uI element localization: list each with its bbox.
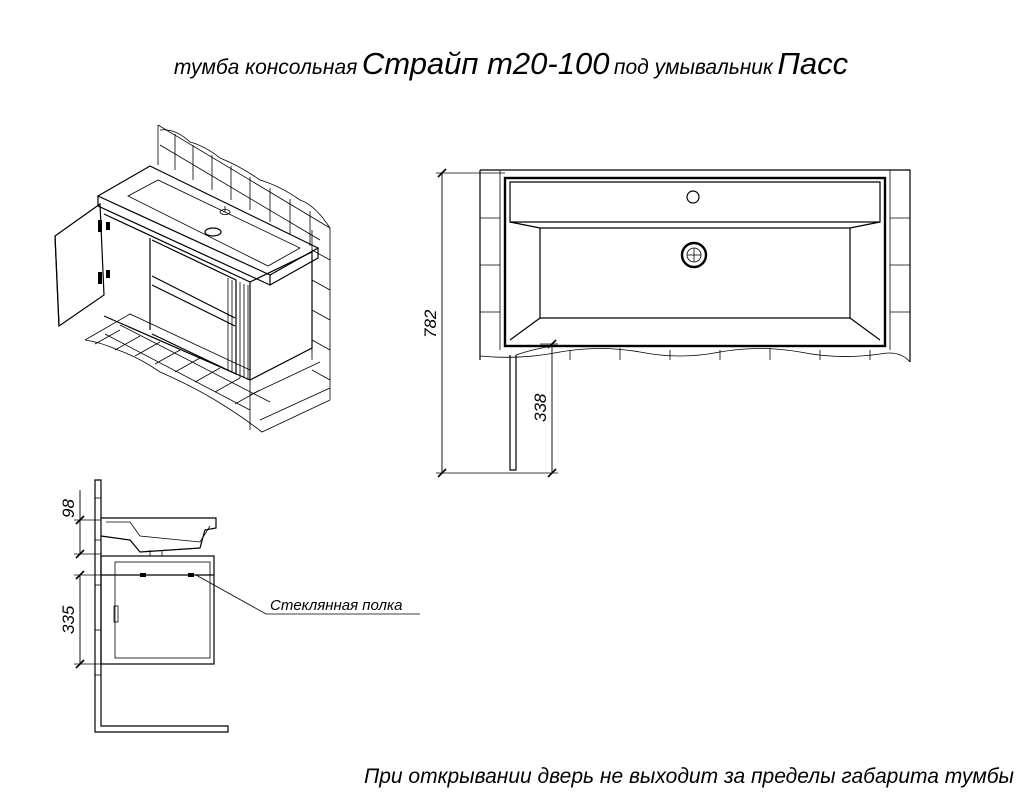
dim-335-label: 335 <box>59 605 78 634</box>
front-view <box>436 168 911 478</box>
glass-shelf-label: Стеклянная полка <box>270 597 402 614</box>
title-part-3: под умывальник <box>613 56 773 79</box>
floor-tiles <box>84 313 331 433</box>
drawing-title: тумба консольная Страйп т20-100 под умыв… <box>0 46 1022 82</box>
dimension-335 <box>74 570 101 669</box>
shelf-leader-line <box>195 574 420 615</box>
dim-98-label: 98 <box>59 499 78 518</box>
dimension-98 <box>74 490 101 559</box>
footer-note: При открывании дверь не выходит за преде… <box>364 765 1014 788</box>
front-washbasin <box>503 176 887 348</box>
side-cabinet <box>100 555 215 665</box>
title-part-1: тумба консольная <box>173 56 358 79</box>
side-view <box>74 479 420 733</box>
isometric-cabinet <box>54 202 313 381</box>
front-wall-tiles <box>479 169 911 363</box>
isometric-washbasin <box>96 165 320 286</box>
dimension-782 <box>436 168 516 478</box>
drain-icon <box>680 241 708 269</box>
side-washbasin <box>100 517 217 557</box>
dim-782-label: 782 <box>421 309 440 338</box>
title-part-2: Страйп т20-100 <box>361 46 610 81</box>
dimension-338 <box>516 339 558 478</box>
wall-tiles <box>157 124 331 400</box>
title-part-4: Пасс <box>777 46 849 81</box>
dim-338-label: 338 <box>531 393 550 422</box>
isometric-view <box>54 124 331 433</box>
